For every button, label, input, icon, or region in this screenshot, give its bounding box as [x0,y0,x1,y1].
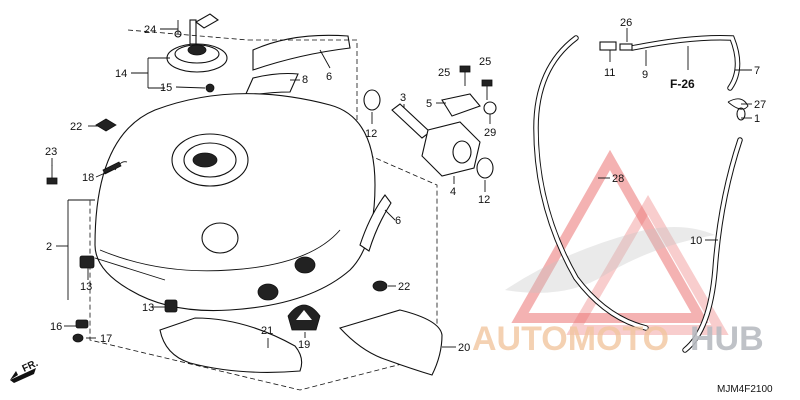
callout-20: 20 [458,342,470,354]
callout-2: 2 [46,241,52,253]
fuel-cap-assembly [166,13,228,93]
callout-15: 15 [160,82,172,94]
callout-7: 7 [754,65,760,77]
bushing-13a [164,299,178,313]
callout-21: 21 [261,325,273,337]
callout-6-side: 6 [395,215,401,227]
callout-12-right: 12 [478,194,490,206]
callout-3: 3 [400,92,406,104]
watermark-brand-part2: HUB [690,320,764,358]
callout-27: 27 [754,99,766,111]
callout-12-left: 12 [365,128,377,140]
grommet-lower [372,280,388,292]
callout-10: 10 [690,235,702,247]
watermark-logo [505,149,729,335]
callout-25-b: 25 [479,56,491,68]
callout-18: 18 [82,172,94,184]
diagram-code: MJM4F2100 [717,384,773,395]
callout-22-upper: 22 [70,121,82,133]
callout-4: 4 [450,186,456,198]
callout-13-left: 13 [80,281,92,293]
callout-5: 5 [426,98,432,110]
tank-upper-cover [244,34,351,97]
group-outline-cap [127,29,249,41]
grommet-upper [95,118,117,132]
callout-9: 9 [642,69,648,81]
callout-17: 17 [100,333,112,345]
callout-16: 16 [50,321,62,333]
callout-1: 1 [754,113,760,125]
callout-23: 23 [45,146,57,158]
callout-8: 8 [302,74,308,86]
callout-11: 11 [604,67,615,79]
callout-numbers: 24 14 15 8 6 22 23 18 2 13 13 16 17 21 1… [45,17,766,354]
washer-17 [72,333,84,343]
fuel-tank [79,93,376,312]
callout-13-lower: 13 [142,302,154,314]
reference-label: F-26 [670,77,695,91]
callout-22-lower: 22 [398,281,410,293]
front-direction-arrow [10,368,36,383]
callout-24: 24 [144,24,156,36]
rubber-pad [339,309,443,376]
bushing-16 [75,319,89,329]
leader-lines [51,28,752,348]
side-cover-right [359,194,392,252]
callout-26: 26 [620,17,632,29]
callout-19: 19 [298,339,310,351]
hoses [533,34,749,353]
callout-14: 14 [115,68,127,80]
callout-28: 28 [612,173,624,185]
watermark-brand-part1: AUTOMOTO [472,320,669,358]
honda-emblem [287,304,321,331]
callout-6-upper: 6 [326,71,332,83]
rear-mount-assembly [363,65,497,179]
callout-29: 29 [484,127,496,139]
direction-label: FR. [21,358,40,375]
bolt-23 [46,165,58,185]
lower-panel [159,317,303,373]
callout-25-a: 25 [438,67,450,79]
